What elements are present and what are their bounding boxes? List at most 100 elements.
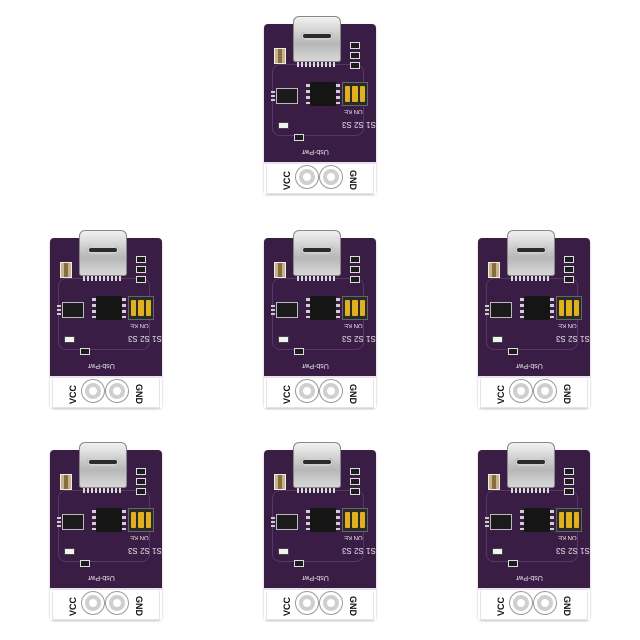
pin-header-area: VCC GND xyxy=(478,588,590,620)
usb-c-port xyxy=(301,246,333,254)
led xyxy=(278,122,289,129)
silkscreen-outline xyxy=(52,379,160,408)
resistor xyxy=(350,276,360,283)
resistor xyxy=(564,478,574,485)
transistor-chip xyxy=(485,302,512,318)
ic-chip xyxy=(520,296,554,320)
transistor-chip xyxy=(57,514,84,530)
resistor xyxy=(294,560,304,567)
resistor xyxy=(564,276,574,283)
pin-header-area: VCC GND xyxy=(264,588,376,620)
resistor xyxy=(80,348,90,355)
dip-switch xyxy=(342,508,368,532)
resistor xyxy=(508,560,518,567)
gnd-label: GND xyxy=(348,384,358,404)
silkscreen-outline xyxy=(266,591,374,620)
dip-switch xyxy=(556,508,582,532)
gnd-label: GND xyxy=(562,596,572,616)
resistor xyxy=(350,256,360,263)
capacitor xyxy=(274,262,286,278)
resistor xyxy=(136,488,146,495)
pad-hole xyxy=(510,592,532,614)
usb-c-pins xyxy=(83,488,123,493)
usb-c-pins xyxy=(297,62,337,67)
usb-c-pins xyxy=(511,488,551,493)
resistor xyxy=(294,134,304,141)
usb-c-connector xyxy=(293,230,341,281)
pad-hole xyxy=(82,592,104,614)
usb-c-port xyxy=(87,458,119,466)
usb-c-pins xyxy=(297,488,337,493)
resistor xyxy=(350,52,360,59)
led xyxy=(64,548,75,555)
led xyxy=(492,548,503,555)
resistor xyxy=(136,478,146,485)
usb-c-port xyxy=(515,458,547,466)
resistor xyxy=(564,266,574,273)
resistor xyxy=(80,560,90,567)
usb-pwr-label: Usb-Pwr xyxy=(516,362,543,369)
resistor xyxy=(508,348,518,355)
resistor xyxy=(564,488,574,495)
pcb-module-7: ON KE S1 S2 S3 Usb-Pwr VCC GND xyxy=(478,442,590,620)
pin-header-area: VCC GND xyxy=(264,162,376,194)
led xyxy=(64,336,75,343)
dip-switch-marking: ON KE xyxy=(558,534,577,540)
usb-c-port xyxy=(515,246,547,254)
pin-header-area: VCC GND xyxy=(264,376,376,408)
capacitor xyxy=(60,262,72,278)
switch-labels: S1 S2 S3 xyxy=(556,334,590,343)
silkscreen-outline xyxy=(266,379,374,408)
pcb-module-6: ON KE S1 S2 S3 Usb-Pwr VCC GND xyxy=(264,442,376,620)
usb-pwr-label: Usb-Pwr xyxy=(302,574,329,581)
pin-header-area: VCC GND xyxy=(478,376,590,408)
gnd-label: GND xyxy=(562,384,572,404)
usb-pwr-label: Usb-Pwr xyxy=(302,362,329,369)
usb-c-pins xyxy=(511,276,551,281)
resistor xyxy=(136,468,146,475)
resistor xyxy=(136,266,146,273)
transistor-chip xyxy=(271,302,298,318)
usb-c-connector xyxy=(293,442,341,493)
transistor-chip xyxy=(485,514,512,530)
pad-hole xyxy=(296,166,318,188)
ic-chip xyxy=(520,508,554,532)
capacitor xyxy=(274,48,286,64)
led xyxy=(278,336,289,343)
switch-labels: S1 S2 S3 xyxy=(342,546,376,555)
resistor xyxy=(350,62,360,69)
resistor xyxy=(350,266,360,273)
pad-hole xyxy=(534,380,556,402)
usb-c-port xyxy=(301,32,333,40)
pin-header-area: VCC GND xyxy=(50,376,162,408)
usb-c-connector xyxy=(79,442,127,493)
dip-switch-marking: ON KE xyxy=(344,108,363,114)
dip-switch xyxy=(556,296,582,320)
dip-switch-marking: ON KE xyxy=(558,322,577,328)
switch-labels: S1 S2 S3 xyxy=(128,546,162,555)
gnd-label: GND xyxy=(348,170,358,190)
pcb-module-3: ON KE S1 S2 S3 Usb-Pwr VCC GND xyxy=(264,230,376,408)
pcb-module-5: ON KE S1 S2 S3 Usb-Pwr VCC GND xyxy=(50,442,162,620)
usb-c-pins xyxy=(297,276,337,281)
led xyxy=(278,548,289,555)
resistor xyxy=(564,256,574,263)
transistor-chip xyxy=(271,514,298,530)
ic-chip xyxy=(306,296,340,320)
pad-hole xyxy=(106,380,128,402)
pad-hole xyxy=(510,380,532,402)
resistor xyxy=(350,478,360,485)
gnd-label: GND xyxy=(134,596,144,616)
resistor xyxy=(350,488,360,495)
pin-header-area: VCC GND xyxy=(50,588,162,620)
switch-labels: S1 S2 S3 xyxy=(128,334,162,343)
resistor xyxy=(350,42,360,49)
pcb-module-2: ON KE S1 S2 S3 Usb-Pwr VCC GND xyxy=(50,230,162,408)
dip-switch-marking: ON KE xyxy=(344,322,363,328)
resistor xyxy=(350,468,360,475)
transistor-chip xyxy=(57,302,84,318)
ic-chip xyxy=(306,82,340,106)
dip-switch xyxy=(342,296,368,320)
usb-c-port xyxy=(301,458,333,466)
resistor xyxy=(564,468,574,475)
